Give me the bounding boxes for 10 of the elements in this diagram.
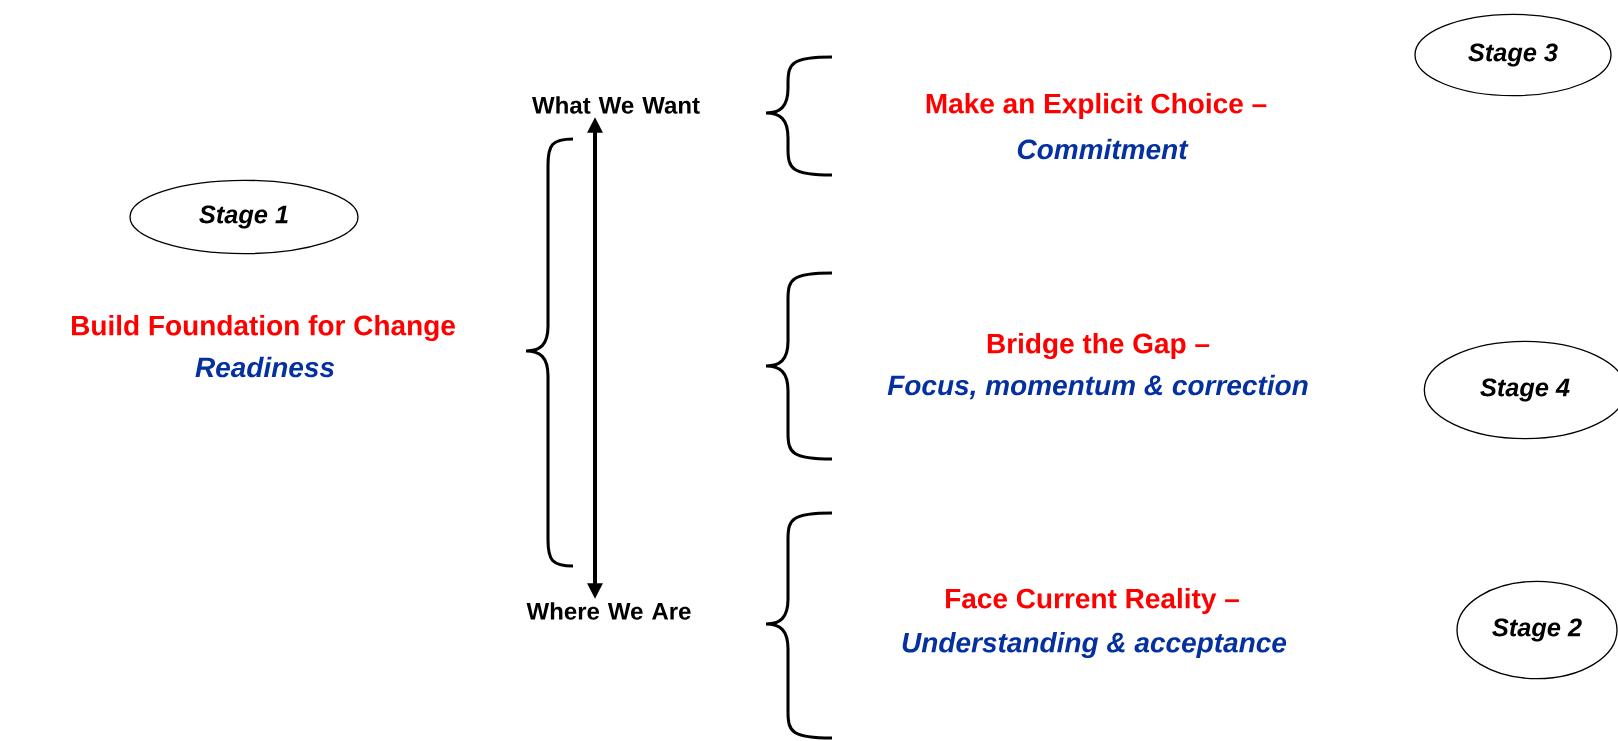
- stage-subtitle: Commitment: [1017, 138, 1189, 160]
- stage-subtitle: Understanding & acceptance: [902, 631, 1287, 659]
- stage-subtitle: Focus, momentum & correction: [887, 374, 1308, 400]
- stage-heading: Make an Explicit Choice –: [926, 92, 1267, 120]
- stage-heading: Face Current Reality –: [946, 587, 1239, 615]
- stage-subtitle: Readiness: [195, 356, 335, 378]
- stage-heading: Build Foundation for Change: [72, 314, 455, 342]
- stage-heading: Bridge the Gap –: [987, 332, 1210, 360]
- endpoint-label: What We Want: [532, 96, 700, 114]
- endpoint-label: Where We Are: [526, 602, 691, 620]
